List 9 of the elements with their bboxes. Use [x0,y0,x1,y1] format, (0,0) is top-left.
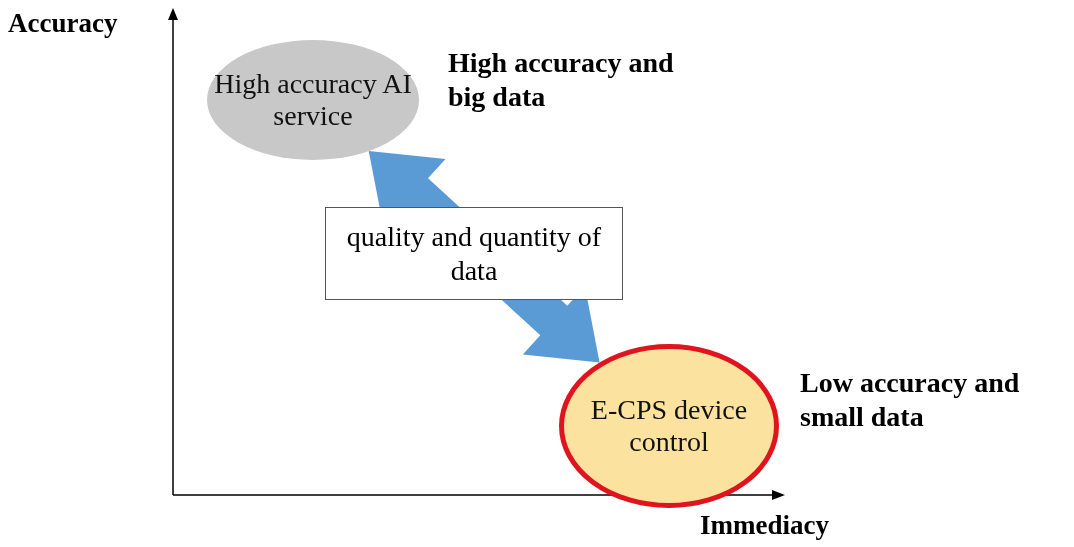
axis-title: Immediacy [700,510,829,541]
ellipse-node [559,344,779,508]
beside-label: Low accuracy and small data [800,366,1021,434]
axis-title: Accuracy [8,8,118,39]
ellipse-node [207,40,419,160]
beside-label: High accuracy and big data [448,46,675,114]
node-text: High accuracy AI service [213,67,413,133]
node-text: E-CPS device control [589,393,749,459]
edge-label: quality and quantity of data [325,207,623,301]
